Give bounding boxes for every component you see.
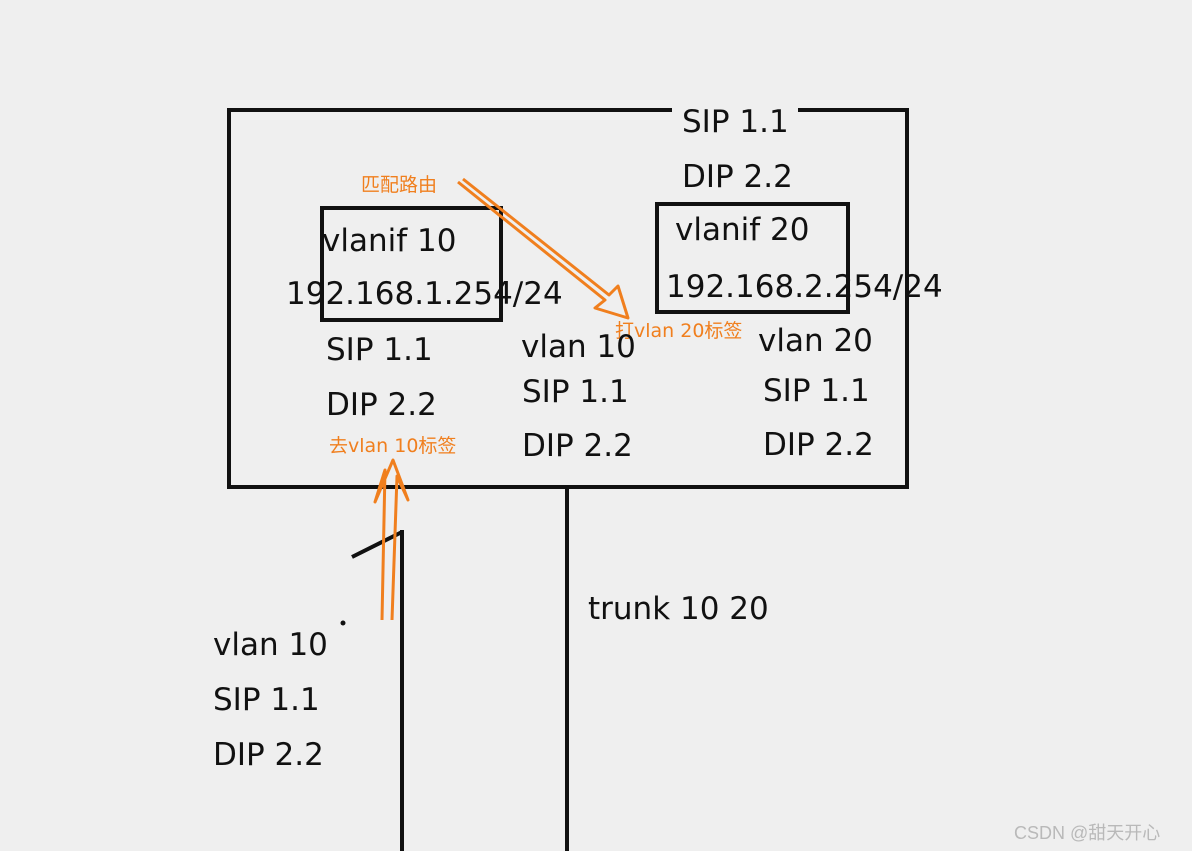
vlanif10-name: vlanif 10: [322, 223, 457, 259]
outside-vlan: vlan 10: [213, 627, 328, 663]
vlanif20-name: vlanif 20: [675, 212, 810, 248]
dot-mark: [340, 620, 346, 626]
vlanif10-ip: 192.168.1.254/24: [286, 276, 563, 312]
outside-sip: SIP 1.1: [213, 682, 320, 718]
inner-left-dip: DIP 2.2: [326, 387, 437, 423]
router-sip: SIP 1.1: [682, 104, 789, 140]
annotation-untag-vlan10: 去vlan 10标签: [329, 435, 457, 457]
watermark: CSDN @甜天开心: [1014, 823, 1161, 843]
annotation-match-route: 匹配路由: [361, 174, 438, 196]
inner-right-sip: SIP 1.1: [763, 373, 870, 409]
annotation-tag-vlan20: 打vlan 20标签: [615, 320, 743, 342]
arrow-route: [457, 177, 630, 320]
inner-mid-vlan: vlan 10: [521, 329, 636, 365]
inner-right-dip: DIP 2.2: [763, 427, 874, 463]
arrow-untag: [373, 458, 410, 621]
inner-mid-sip: SIP 1.1: [522, 374, 629, 410]
inner-right-vlan: vlan 20: [758, 323, 873, 359]
vlanif20-box: [655, 202, 850, 314]
vlanif20-ip: 192.168.2.254/24: [666, 269, 943, 305]
inner-mid-dip: DIP 2.2: [522, 428, 633, 464]
inner-left-sip: SIP 1.1: [326, 332, 433, 368]
outside-dip: DIP 2.2: [213, 737, 324, 773]
vlanif10-box: [320, 206, 503, 322]
trunk-label: trunk 10 20: [588, 591, 769, 627]
router-dip: DIP 2.2: [682, 159, 793, 195]
